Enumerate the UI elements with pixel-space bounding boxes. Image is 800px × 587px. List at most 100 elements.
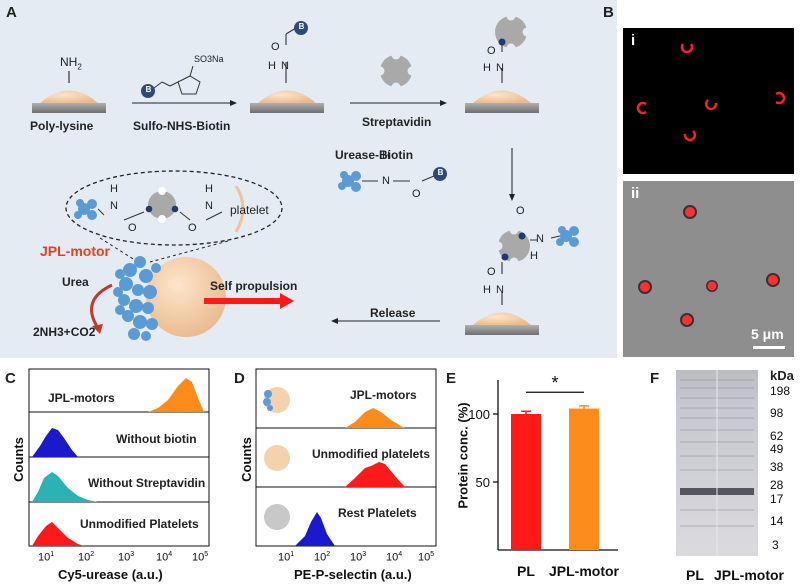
jpl-motor-label: JPL-motor <box>40 243 110 259</box>
atom-h-zoom-2: H <box>205 183 213 195</box>
step2-platelet <box>250 21 324 113</box>
panel-c-xtick-4: 104 <box>156 551 173 564</box>
merged-cells <box>638 205 785 349</box>
icon-rest-platelet <box>264 504 290 530</box>
atom-o-zoom-1: O <box>128 222 137 234</box>
panel-d-xtick-4: 104 <box>386 551 403 564</box>
nh2-label: NH2 <box>60 55 82 72</box>
atom-h-zoom-1: H <box>110 183 118 195</box>
panel-a-schematic <box>32 11 579 341</box>
e-category-0: PL <box>517 563 535 578</box>
icon-jpl-motor <box>263 387 290 413</box>
scalebar-label: 5 μm <box>751 326 784 342</box>
atom-h-urease: H <box>382 150 390 162</box>
panel-b-image-ii: ii 5 μm <box>623 181 794 357</box>
panel-d-row-2: Unmodified platelets <box>312 447 431 461</box>
panel-c-histograms <box>28 368 210 547</box>
atom-h-step3: H <box>483 62 491 74</box>
so3na-label: SO3Na <box>194 54 224 64</box>
panel-c-xtick-2: 102 <box>78 551 95 564</box>
biotin-badge-urease: B <box>437 168 444 177</box>
scalebar-line <box>753 346 785 349</box>
panel-d-letter: D <box>234 370 245 387</box>
jpl-motor-illustration <box>113 256 226 341</box>
step1-platelet <box>32 71 106 113</box>
panel-d-xtick-2: 102 <box>314 551 331 564</box>
hist-c-without-streptavidin <box>32 472 98 502</box>
marker-14: 14 <box>770 514 784 528</box>
sulfo-nhs-biotin-label: Sulfo-NHS-Biotin <box>133 119 231 133</box>
panel-f-letter: F <box>650 370 660 387</box>
atom-n-step2: N <box>281 60 289 72</box>
hist-c-without-biotin <box>32 428 78 457</box>
marker-17: 17 <box>770 492 784 506</box>
atom-o-zoom-2: O <box>188 222 197 234</box>
e-category-1: JPL-motor <box>549 563 620 578</box>
panel-c-xtick-3: 103 <box>118 551 135 564</box>
panel-f-unit: kDa <box>770 368 794 383</box>
atom-n-zoom-2: N <box>205 200 213 212</box>
e-bar-1 <box>569 408 599 550</box>
poly-lysine-label: Poly-lysine <box>30 119 94 133</box>
panel-c-row-3: Without Streptavidin <box>88 476 206 490</box>
e-ytick-label-50: 50 <box>476 475 490 490</box>
panel-d-xtick-5: 105 <box>418 551 435 564</box>
marker-62: 62 <box>770 429 784 443</box>
marker-198: 198 <box>770 384 791 398</box>
panel-d-row-3: Rest Platelets <box>338 506 417 520</box>
hist-d-rest <box>295 512 335 546</box>
panel-c-xtick-1: 101 <box>38 551 55 564</box>
hist-d-jpl-motors <box>345 408 405 428</box>
zoom-linker <box>74 185 245 233</box>
panel-d-row-1: JPL-motors <box>350 388 417 402</box>
step4-platelet <box>465 225 579 335</box>
fluorescence-spots <box>636 43 786 142</box>
atom-n-step3: N <box>496 62 504 74</box>
panel-d-xtick-3: 103 <box>350 551 367 564</box>
urease-biotin-label: Urease-Biotin <box>335 148 414 162</box>
panel-d-xtick-1: 101 <box>278 551 295 564</box>
panel-c-row-1: JPL-motors <box>48 391 115 405</box>
hist-d-unmodified <box>345 462 405 487</box>
marker-38: 38 <box>770 460 784 474</box>
panel-b-sublabel-i: i <box>631 32 636 49</box>
panel-b-letter: B <box>603 4 614 21</box>
hist-c-jpl-motors <box>148 378 204 412</box>
atom-h-step4-bottom: H <box>483 284 491 296</box>
atom-h-step4-right: H <box>530 250 538 262</box>
streptavidin-label: Streptavidin <box>362 115 432 129</box>
step3-platelet <box>465 11 539 113</box>
panel-d-xlabel: PE-P-selectin (a.u.) <box>294 567 412 582</box>
e-significance-star: * <box>551 373 558 393</box>
atom-o-urease: O <box>412 188 421 200</box>
hist-c-unmodified <box>32 522 84 546</box>
lane-pl: PL <box>686 567 704 583</box>
lane-jpl-motor: JPL-motor <box>714 567 784 583</box>
atom-o-step4-top: O <box>516 205 525 217</box>
biotin-badge-reagent: B <box>145 85 152 94</box>
biotin-badge-step2: B <box>298 22 305 31</box>
zoom-ellipse <box>65 170 283 246</box>
self-propulsion-label: Self propulsion <box>210 279 298 293</box>
urease-biotin-molecule <box>338 167 447 192</box>
self-propulsion-arrow <box>204 298 282 304</box>
atom-n-urease: N <box>382 175 390 187</box>
atom-n-step4-right: N <box>536 233 544 245</box>
platelet-label: platelet <box>230 203 269 217</box>
panel-c-letter: C <box>5 370 16 387</box>
release-label: Release <box>370 306 416 320</box>
marker-3: 3 <box>772 538 779 552</box>
panel-b-sublabel-ii: ii <box>631 185 640 202</box>
products-label: 2NH3+CO2 <box>33 325 96 339</box>
panel-e-letter: E <box>446 370 457 387</box>
atom-o-step2: O <box>271 41 280 53</box>
gel-bands <box>680 370 754 556</box>
atom-n-zoom-1: N <box>110 200 118 212</box>
panel-c-xtick-5: 105 <box>192 551 209 564</box>
panel-a: A <box>0 0 617 358</box>
marker-98: 98 <box>770 406 784 420</box>
panel-c-row-2: Without biotin <box>116 432 197 446</box>
panel-c-ylabel: Counts <box>10 437 26 482</box>
marker-28: 28 <box>770 478 784 492</box>
